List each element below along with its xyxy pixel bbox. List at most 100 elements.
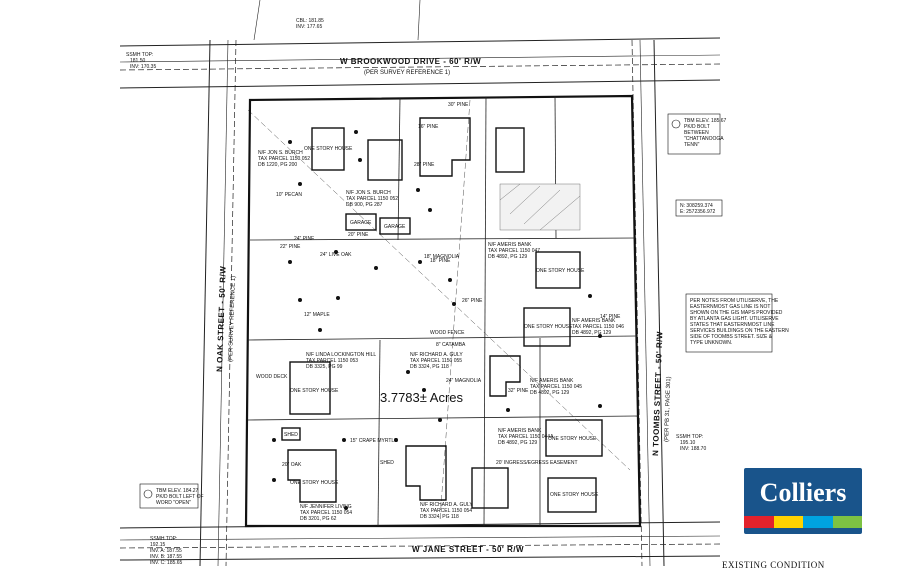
label-text: DB 3201, PG 62	[300, 516, 337, 522]
ssmh-e-callout: SSMH TOP: 195.10 INV: 188.70	[676, 434, 706, 452]
shed-label: SHED	[284, 432, 298, 438]
logo-text: Colliers	[759, 478, 847, 507]
label-text: TYPE UNKNOWN.	[690, 340, 732, 346]
label-text: N/F RICHARD A. GULY	[420, 502, 473, 508]
label-text: TAX PARCEL 1150 054	[300, 510, 352, 516]
label-text: N/F AMERIS BANK	[498, 428, 542, 434]
label-text: N/F LINDA LOCKINGTON HILL	[306, 352, 376, 358]
label-text: INV. C: 185.65	[150, 560, 183, 566]
house-label: ONE STORY HOUSE	[290, 480, 339, 486]
label-text: DB 4892, PG 129	[572, 330, 611, 336]
tree-label: 28" PINE	[414, 162, 435, 168]
house-labels: ONE STORY HOUSE ONE STORY HOUSE ONE STOR…	[290, 146, 599, 498]
stripe-blue	[803, 516, 833, 528]
tree-label: 26" PINE	[462, 298, 483, 304]
label-text: DB 3325, PG 99	[306, 364, 343, 370]
tree-labels: 30" PINE 24" PINE 18" PINE 26" PINE 24" …	[276, 102, 621, 468]
label-text: SSMH TOP:	[150, 536, 177, 542]
label-text: TAX PARCEL 1150 054	[420, 508, 472, 514]
tree-label: 20" OAK	[282, 462, 302, 468]
tree-label: 18" MAGNOLIA	[424, 254, 460, 260]
label-text: SSMH TOP:	[676, 434, 703, 440]
tree-label: 18" PINE	[430, 258, 451, 264]
label-text: TAX PARCEL 1150 047	[488, 248, 540, 254]
label-text: PK/D BOLT	[684, 124, 710, 130]
deck-label: WOOD DECK	[256, 374, 288, 380]
tree-markers	[272, 130, 602, 510]
label-text: BY ATLANTA GAS LIGHT. UTILISERVE	[690, 316, 779, 322]
label-text: SIDE OF TOOMBS STREET. SIZE &	[690, 334, 773, 340]
tree-label: 12" MAPLE	[304, 312, 330, 318]
label-text: E: 2572356.972	[680, 209, 716, 215]
tree-label: 24" PINE	[294, 236, 315, 242]
west-street-ref: (PER SURVEY REFERENCE 1)	[228, 276, 237, 362]
label-text: TAX PARCEL 1150 052	[258, 156, 310, 162]
lot-lines	[247, 95, 639, 527]
tree-label: 20" PINE	[348, 232, 369, 238]
parcel-0: N/F JON S. BURCH TAX PARCEL 1150 052 DB …	[258, 150, 310, 168]
colliers-logo: Colliers	[744, 468, 862, 534]
label-text: 195.10	[680, 440, 696, 446]
shed-label: SHED	[380, 460, 394, 466]
house-label: ONE STORY HOUSE	[548, 436, 597, 442]
stripe-red	[744, 516, 774, 528]
ssmh-sw-callout: SSMH TOP: 192.15 INV. A: 187.55 INV. B: …	[150, 536, 183, 566]
stripe-green	[832, 516, 862, 528]
gas-note-callout: PER NOTES FROM UTILISERVE, THE EASTERNMO…	[685, 293, 789, 353]
tree-label: 22" PINE	[280, 244, 301, 250]
label-text: N: 308259.374	[680, 203, 713, 209]
label-text: SHOWN ON THE GIS MAPS PROVIDED	[690, 310, 783, 316]
label-text: TAX PARCEL 1150 045	[530, 384, 582, 390]
label-text: TAX PARCEL 1150 044A	[498, 434, 554, 440]
label-text: INV. B: 187.55	[150, 554, 182, 560]
tree-label: 14" PINE	[600, 314, 621, 320]
label-text: DB 3324, PG 118	[420, 514, 459, 520]
tbm-south-callout: TBM ELEV. 184.27 PK/D BOLT LEFT OF WORD …	[139, 483, 204, 509]
label-text: "CHATTANOOGA	[684, 136, 724, 142]
label-text: DB 4892, PG 129	[488, 254, 527, 260]
tree-label: 10" PECAN	[276, 192, 302, 198]
label-text: INV: 188.70	[680, 446, 706, 452]
label-text: DB 900, PG 287	[346, 202, 383, 208]
label-text: TAX PARCEL 1150 052	[346, 196, 398, 202]
stripe-yellow	[773, 516, 803, 528]
acreage-label: 3.7783± Acres	[380, 390, 464, 405]
tree-label: 16" PINE	[418, 124, 439, 130]
label-text: 192.15	[150, 542, 166, 548]
cbl-callout: CBL: 181.85 INV: 177.65	[296, 18, 324, 30]
label-text: DB 1220, PG 200	[258, 162, 297, 168]
label-text: WORD "OPEN"	[156, 500, 191, 506]
label-text: TAX PARCEL 1150 053	[306, 358, 358, 364]
tree-label: 24" MAGNOLIA	[446, 378, 482, 384]
label-text: CBL: 181.85	[296, 18, 324, 24]
house-label: ONE STORY HOUSE	[524, 324, 573, 330]
parcel-7: N/F LINDA LOCKINGTON HILL TAX PARCEL 115…	[306, 352, 376, 370]
label-text: SSMH TOP:	[126, 52, 153, 58]
house-label: ONE STORY HOUSE	[304, 146, 353, 152]
label-text: DB 4892, PG 129	[498, 440, 537, 446]
label-text: 181.50	[130, 58, 146, 64]
house-label: ONE STORY HOUSE	[290, 388, 339, 394]
label-text: INV: 177.65	[296, 24, 322, 30]
coordinate-callout: N: 308259.374 E: 2572356.972	[675, 199, 723, 217]
east-street-name: N TOOMBS STREET - 50' R/W	[651, 331, 664, 456]
label-text: INV. A: 187.55	[150, 548, 182, 554]
label-text: N/F AMERIS BANK	[572, 318, 616, 324]
slide-caption: EXISTING CONDITION	[722, 560, 825, 570]
road-lines	[119, 0, 721, 567]
parcel-4: N/F RICHARD A. GULY TAX PARCEL 1150 055 …	[410, 352, 463, 370]
north-street-name: W BROOKWOOD DRIVE - 60' R/W	[340, 57, 481, 66]
utility-lines	[119, 39, 721, 567]
tree-label: 30" PINE	[448, 102, 469, 108]
garage-label: GARAGE	[350, 220, 372, 226]
label-text: TAX PARCEL 1150 055	[410, 358, 462, 364]
label-text: N/F RICHARD A. GULY	[410, 352, 463, 358]
label-text: N/F JENNIFER LIVING	[300, 504, 352, 510]
tree-label: 8" CATAMBA	[436, 342, 466, 348]
label-text: N/F JON S. BURCH	[346, 190, 391, 196]
buildings	[281, 117, 603, 513]
house-label: ONE STORY HOUSE	[550, 492, 599, 498]
label-text: DB 4892, PG 129	[530, 390, 569, 396]
parcel-labels: N/F JON S. BURCH TAX PARCEL 1150 052 DB …	[258, 150, 624, 522]
